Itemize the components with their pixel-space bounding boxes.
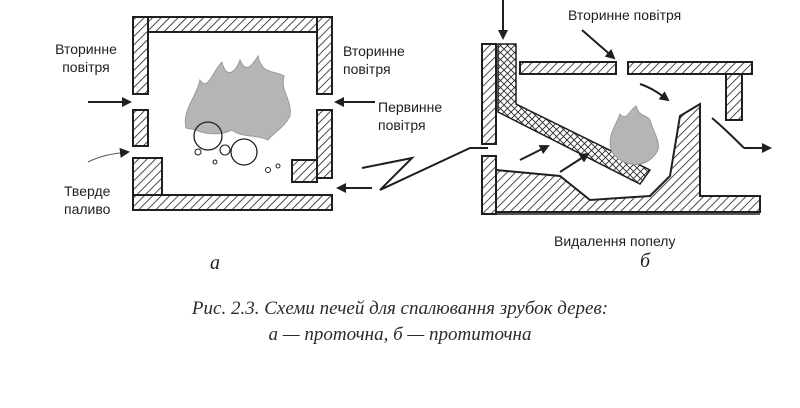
furnace-b-fuel-chute bbox=[497, 43, 652, 185]
furnace-b-right-block bbox=[725, 73, 743, 121]
furnace-b-hearth bbox=[495, 102, 761, 213]
furnace-a-left-wall-middle bbox=[132, 109, 149, 147]
furnace-a-fuel-chute bbox=[132, 157, 163, 196]
label-ash-removal: Видалення попелу bbox=[554, 233, 676, 249]
label-secondary-air-b: Вторинне повітря bbox=[568, 7, 682, 23]
furnace-a-top-wall bbox=[132, 16, 333, 33]
label-secondary-air-right: Вторинне повітря bbox=[343, 43, 405, 77]
figure-caption-line1: Рис. 2.3. Схеми печей для спалювання зру… bbox=[191, 298, 609, 319]
flue-gas-arrow bbox=[639, 83, 670, 102]
furnace-a-right-wall-upper bbox=[316, 16, 333, 95]
furnace-b-left-wall bbox=[481, 43, 497, 145]
label-primary-air: Первинне повітря bbox=[378, 99, 443, 133]
fuel-particle bbox=[212, 159, 218, 165]
flue-gas-arrow bbox=[711, 117, 745, 149]
sublabel-b: б bbox=[640, 250, 651, 272]
fuel-particle bbox=[194, 148, 202, 156]
fuel-particle bbox=[193, 121, 223, 151]
primary-air-arrow-b bbox=[559, 152, 590, 173]
furnace-b-flame bbox=[609, 105, 659, 165]
fuel-feed-arrow bbox=[87, 147, 130, 163]
sublabel-a: а bbox=[210, 252, 220, 274]
fuel-particle bbox=[265, 167, 271, 173]
furnace-b-ceiling-right bbox=[627, 61, 753, 75]
furnace-b bbox=[481, 0, 772, 215]
furnace-a-grate-shelf bbox=[291, 159, 318, 183]
label-solid-fuel: Тверде паливо bbox=[64, 183, 111, 217]
secondary-air-arrow-b bbox=[581, 29, 616, 60]
primary-air-arrow-b bbox=[519, 145, 550, 161]
fuel-particle bbox=[275, 163, 281, 169]
furnace-b-left-wall-lower bbox=[481, 155, 497, 215]
furnace-a-bottom-wall bbox=[132, 194, 333, 211]
fuel-particle bbox=[219, 144, 231, 156]
furnace-a-flame bbox=[184, 54, 291, 141]
furnace-b-ceiling-left bbox=[519, 61, 617, 75]
fuel-particle bbox=[230, 138, 258, 166]
break-zigzag bbox=[361, 147, 488, 191]
furnace-a bbox=[87, 16, 375, 211]
label-secondary-air-left: Вторинне повітря bbox=[55, 41, 117, 75]
furnace-a-left-wall-upper bbox=[132, 16, 149, 95]
figure-caption-line2: а — проточна, б — протиточна bbox=[268, 324, 532, 345]
furnace-a-right-wall-middle bbox=[316, 109, 333, 179]
